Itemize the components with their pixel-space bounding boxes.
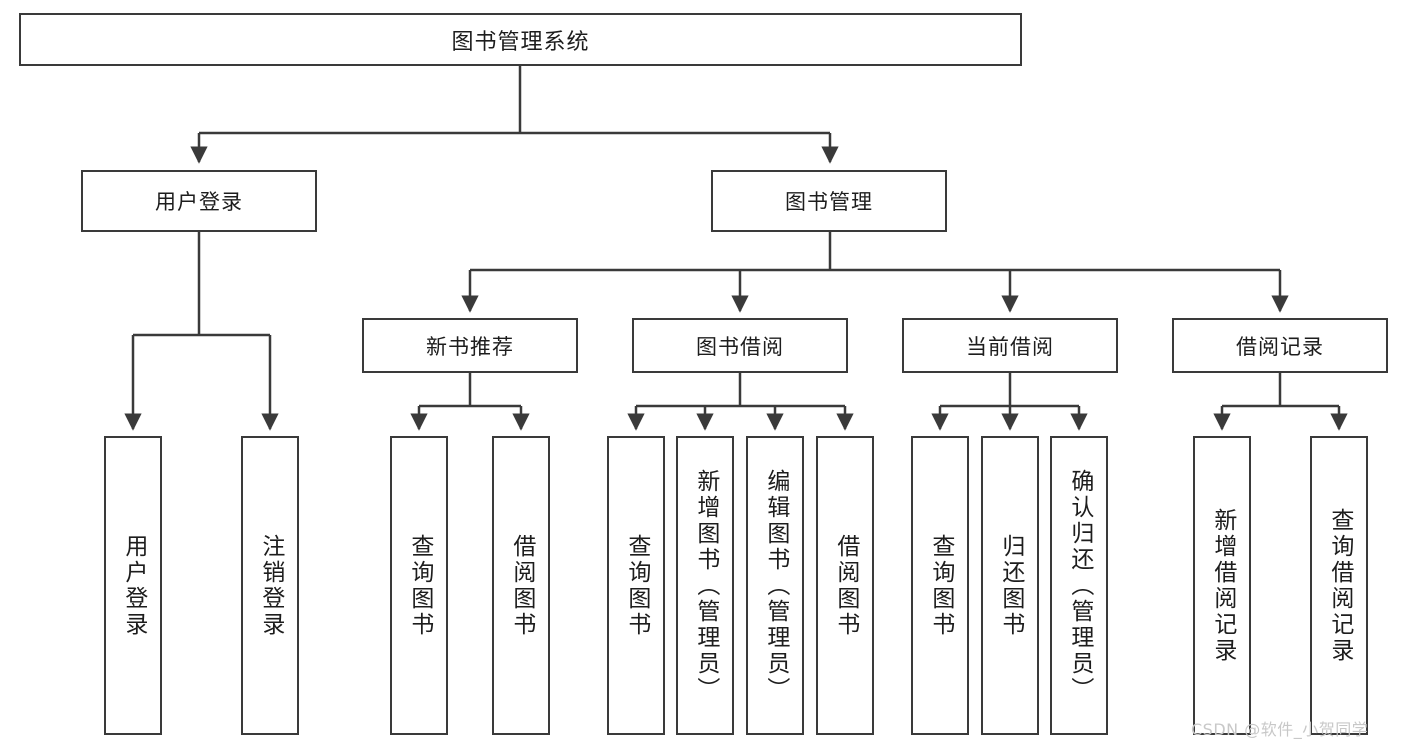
- leaf-confirm-return-admin[interactable]: 确认归还（管理员）: [1050, 436, 1108, 735]
- leaf-user-login[interactable]: 用户登录: [104, 436, 162, 735]
- leaf-add-book-admin[interactable]: 新增图书（管理员）: [676, 436, 734, 735]
- leaf-query-book-recommend[interactable]: 查询图书: [390, 436, 448, 735]
- leaf-logout[interactable]: 注销登录: [241, 436, 299, 735]
- leaf-add-borrow-record[interactable]: 新增借阅记录: [1193, 436, 1251, 735]
- leaf-borrow-book[interactable]: 借阅图书: [816, 436, 874, 735]
- node-book-borrow[interactable]: 图书借阅: [632, 318, 848, 373]
- leaf-query-book-borrow[interactable]: 查询图书: [607, 436, 665, 735]
- node-borrow-record[interactable]: 借阅记录: [1172, 318, 1388, 373]
- leaf-query-book-current[interactable]: 查询图书: [911, 436, 969, 735]
- node-root-system[interactable]: 图书管理系统: [19, 13, 1022, 66]
- leaf-edit-book-admin[interactable]: 编辑图书（管理员）: [746, 436, 804, 735]
- node-current-borrow[interactable]: 当前借阅: [902, 318, 1118, 373]
- leaf-borrow-book-recommend[interactable]: 借阅图书: [492, 436, 550, 735]
- node-new-book-recommend[interactable]: 新书推荐: [362, 318, 578, 373]
- node-user-login[interactable]: 用户登录: [81, 170, 317, 232]
- node-book-management[interactable]: 图书管理: [711, 170, 947, 232]
- leaf-return-book[interactable]: 归还图书: [981, 436, 1039, 735]
- leaf-query-borrow-record[interactable]: 查询借阅记录: [1310, 436, 1368, 735]
